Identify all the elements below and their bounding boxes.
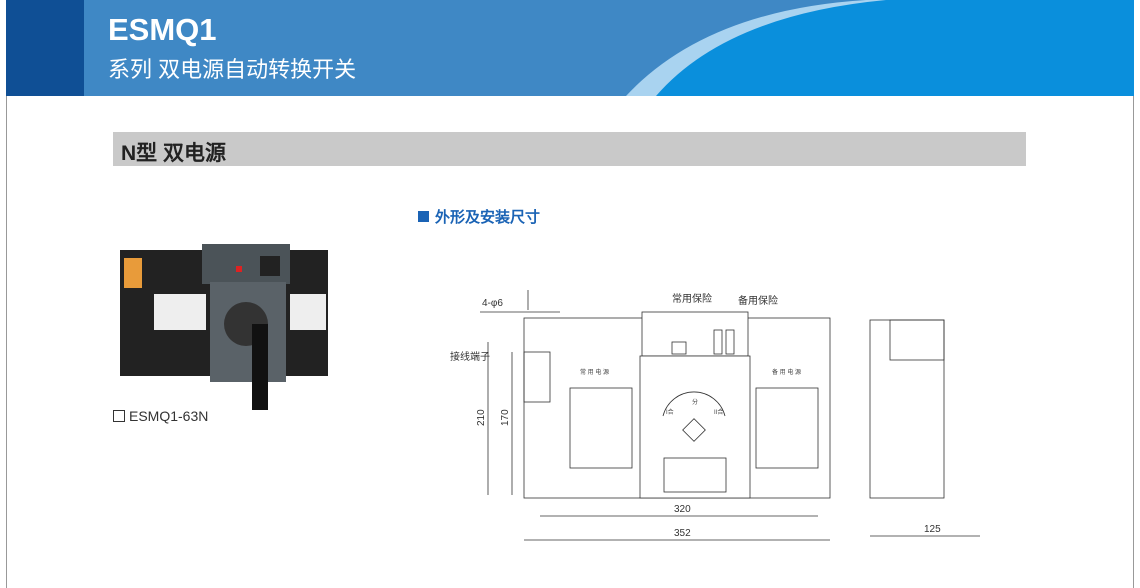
terminal-label: 接线端子: [450, 350, 490, 363]
hole-label: 4-φ6: [482, 298, 503, 309]
banner-swoosh: [626, 0, 1134, 96]
width-outer: 352: [674, 528, 691, 539]
page-subtitle: 系列 双电源自动转换开关: [108, 57, 357, 82]
dial-off-label: 分: [692, 398, 698, 406]
dimension-drawing: 4-φ6 常用保险 备用保险 接线端子 常 用 电 源 备 用 电 源 分 I合…: [450, 290, 980, 541]
product-caption: ESMQ1-63N: [113, 408, 208, 424]
height-inner: 170: [500, 409, 511, 426]
dial-right-label: II合: [714, 408, 723, 416]
width-inner: 320: [674, 504, 691, 515]
height-outer: 210: [476, 409, 487, 426]
depth: 125: [924, 524, 941, 535]
section-header: N型 双电源: [113, 132, 1026, 166]
header-banner: [6, 0, 1134, 96]
banner-stripe: [6, 0, 84, 96]
page-title: ESMQ1: [108, 12, 217, 47]
backup-fuse-label: 备用保险: [738, 294, 778, 307]
main-fuse-label: 常用保险: [672, 292, 712, 305]
section-title: N型 双电源: [121, 142, 226, 165]
main-power-label: 常 用 电 源: [580, 368, 609, 376]
square-bullet-icon: [418, 211, 429, 222]
dimensions-heading: 外形及安装尺寸: [418, 206, 540, 227]
dial-left-label: I合: [666, 408, 674, 416]
page-frame: [6, 0, 1134, 588]
checkbox-square-icon: [113, 410, 125, 422]
product-photo: [120, 244, 328, 410]
backup-power-label: 备 用 电 源: [772, 368, 801, 376]
